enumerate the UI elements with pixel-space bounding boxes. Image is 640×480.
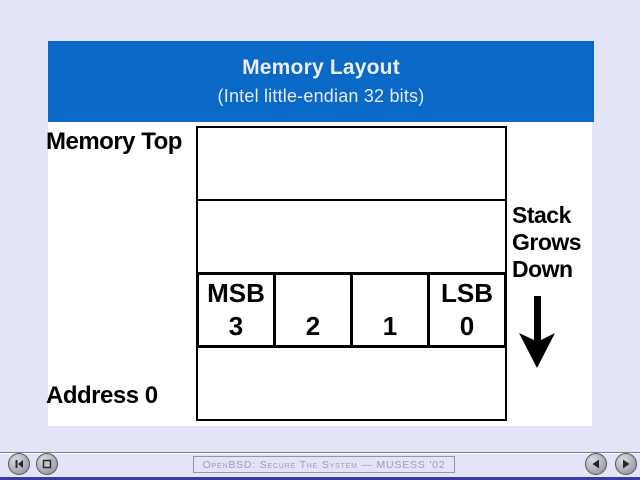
slide-subtitle: (Intel little-endian 32 bits) — [217, 86, 425, 106]
byte-cell-2: 2 — [276, 275, 353, 345]
byte-cell-tag: MSB — [207, 278, 265, 308]
byte-cell-0: LSB 0 — [430, 275, 504, 345]
byte-cell-tag: LSB — [441, 278, 493, 308]
stop-icon — [42, 459, 52, 469]
byte-cell-index: 3 — [228, 311, 244, 341]
next-arrow-icon — [623, 459, 630, 469]
status-bar-text: OpenBSD: Secure The System — MUSESS '02 — [202, 458, 446, 471]
footer-separator-light — [0, 453, 640, 454]
byte-cell-1: 1 — [353, 275, 430, 345]
byte-cell-3: MSB 3 — [199, 275, 276, 345]
byte-cell-index: 1 — [382, 311, 398, 341]
skip-to-start-icon — [15, 460, 23, 468]
memory-diagram-divider — [196, 199, 507, 201]
address-zero-label: Address 0 — [46, 382, 158, 409]
stop-button[interactable] — [36, 453, 58, 475]
stack-grows-down-label: Stack Grows Down — [512, 202, 582, 282]
down-arrow-icon — [519, 296, 555, 368]
bottom-edge-strip — [0, 477, 640, 480]
memory-top-label: Memory Top — [46, 128, 182, 155]
status-bar: OpenBSD: Secure The System — MUSESS '02 — [193, 456, 455, 473]
previous-arrow-icon — [592, 459, 599, 469]
byte-cell-index: 0 — [459, 311, 475, 341]
byte-order-row: MSB 3 2 1 LSB 0 — [196, 272, 507, 348]
byte-cell-index: 2 — [305, 311, 321, 341]
footer-separator-dark — [0, 452, 640, 453]
previous-slide-button[interactable] — [585, 453, 607, 475]
next-slide-button[interactable] — [615, 453, 637, 475]
slide-title: Memory Layout — [242, 56, 400, 79]
skip-to-start-button[interactable] — [8, 453, 30, 475]
slide-title-banner: Memory Layout (Intel little-endian 32 bi… — [48, 41, 594, 122]
